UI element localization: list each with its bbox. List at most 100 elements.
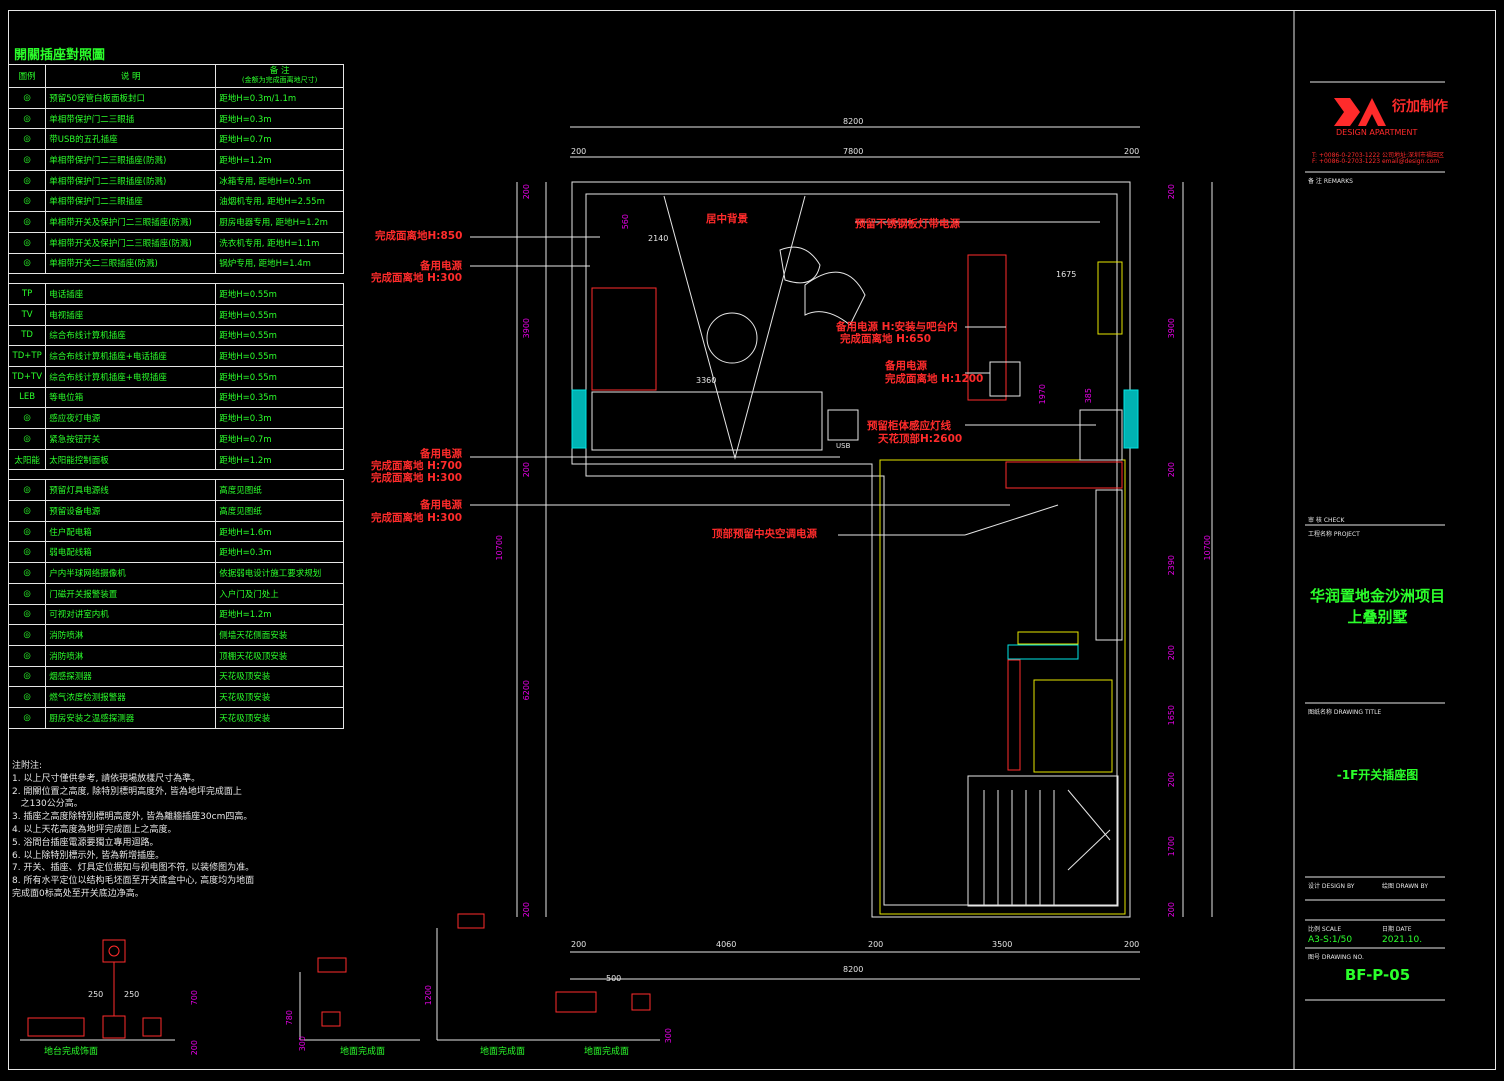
detail-floor-3: 地面完成面: [480, 1047, 526, 1057]
check-label: 审 核 CHECK: [1308, 517, 1345, 524]
date-label: 日期 DATE: [1382, 926, 1412, 933]
label-usb: USB: [836, 442, 851, 450]
label-ac-power: 顶部预留中央空调电源: [712, 528, 817, 540]
dim-left-3900: 3900: [522, 318, 531, 339]
window-left: [571, 389, 587, 449]
side-table: [779, 246, 821, 284]
label-spare1: 备用电源: [420, 260, 462, 272]
detail-lines: [20, 928, 660, 1041]
drawing-number: BF-P-05: [1344, 966, 1411, 984]
ceiling-triangle: [663, 195, 806, 460]
detail-panel-a: [457, 913, 485, 929]
dim-top-total: 8200: [843, 117, 864, 126]
brand-phone-2: F: +0086-0-2703-1223 email@design.com: [1312, 158, 1440, 165]
drawing-title-label: 图纸名称 DRAWING TITLE: [1308, 709, 1382, 716]
note-line: 1. 以上尺寸僅供參考, 請依現場放樣尺寸為準。: [12, 773, 201, 784]
detail-box-1: [102, 939, 126, 963]
legend-row: ◎消防喷淋顶棚天花吸顶安装: [7, 644, 344, 667]
legend-row: ◎感应夜灯电源距地H=0.3m: [7, 407, 344, 429]
detail-dim-250a: 250: [88, 990, 104, 999]
cabinet: [591, 287, 657, 391]
detail-dim-250b: 250: [124, 990, 140, 999]
label-cabinet-height: 天花顶部H:2600: [878, 433, 963, 445]
dim-right-200b: 200: [1167, 462, 1176, 478]
coffee-table: [706, 312, 758, 364]
detail-panel-e: [631, 993, 651, 1011]
scale-label: 比例 SCALE: [1308, 926, 1342, 933]
notes-heading: 注附注:: [12, 761, 43, 771]
label-cabinet: 预留柜体感应灯线: [867, 420, 951, 432]
dim-right-3900: 3900: [1167, 318, 1176, 339]
brand-name: 衍加制作: [1392, 99, 1448, 115]
inner-wall: [585, 193, 1118, 906]
design-label: 设计 DESIGN BY: [1308, 883, 1355, 890]
legend-gap: [8, 469, 344, 481]
label-spare5: 备用电源: [420, 499, 462, 511]
stair-treads: [983, 789, 1111, 906]
label-spare1-height: 完成面离地 H:300: [371, 272, 463, 284]
window-right: [1123, 389, 1139, 449]
brand-name-en: DESIGN APARTMENT: [1336, 128, 1418, 137]
detail-socket: [142, 1017, 162, 1037]
label-stainless-strip: 预留不锈钢板灯带电源: [855, 218, 960, 230]
pantry: [1079, 409, 1123, 461]
dim-left-200b: 200: [522, 462, 531, 478]
title-block-lines: [1293, 10, 1445, 1070]
legend-remark: 天花吸顶安装: [215, 706, 344, 729]
detail-dim-780: 780: [285, 1010, 294, 1026]
brand-phone-1: T: +0086-0-2703-1222 公司地址:深圳市福田区: [1312, 152, 1445, 159]
dim-bottom-c1: 200: [571, 940, 587, 949]
notes-lines: 1. 以上尺寸僅供參考, 請依現場放樣尺寸為準。 2. 開關位置之高度, 除特別標…: [12, 773, 342, 901]
dim-right-2390: 2390: [1167, 555, 1176, 576]
legend-row: ◎门磁开关报警装置入户门及门处上: [7, 582, 344, 605]
logo-mark: [1334, 98, 1386, 126]
detail-floor-1: 地台完成饰面: [44, 1047, 99, 1057]
detail-circle-1: [108, 945, 120, 957]
dim-bottom-c3: 200: [1124, 940, 1140, 949]
note-line: 4. 以上天花高度為地坪完成面上之高度。: [12, 824, 177, 835]
legend-header: 圖例 说 明 备 注 (金额为完成面离地尺寸): [7, 64, 344, 88]
legend-row: ◎厨房安装之温感探测器天花吸顶安装: [7, 706, 344, 729]
note-line: 完成面0标高处至开关底边净高。: [12, 888, 144, 899]
dim-left-6200: 6200: [522, 680, 531, 701]
detail-panel-b: [317, 957, 347, 973]
label-wall-center: 居中背景: [706, 213, 748, 225]
sofa: [591, 391, 823, 451]
note-line: 7. 开关、插座、灯具定位据知与视电图不符, 以装修图为准。: [12, 863, 255, 874]
legend-row: ◎预留50穿管白板面板封口距地H=0.3m/1.1m: [7, 87, 344, 109]
label-spare5-height: 完成面离地 H:300: [371, 512, 463, 524]
project-label: 工程名称 PROJECT: [1308, 531, 1360, 538]
sink: [989, 361, 1021, 397]
dim-560: 560: [621, 214, 630, 230]
legend-header-desc: 说 明: [45, 64, 217, 88]
legend-row: ◎单相带开关及保护门二三眼插座(防溅)厨房电器专用, 距地H=1.2m: [7, 211, 344, 233]
detail-dim-200: 200: [190, 1040, 199, 1056]
yellow-boundary: [879, 459, 1126, 915]
outer-wall: [571, 181, 1131, 918]
note-line: 之130公分高。: [12, 799, 83, 810]
detail-dim-500: 500: [606, 974, 622, 983]
note-line: 6. 以上除特別標示外, 皆為新增插座。: [12, 850, 165, 861]
staircase: [967, 775, 1119, 907]
leader-lines: [470, 221, 1100, 536]
tall-cabinet: [1097, 261, 1123, 335]
dim-3360: 3360: [696, 376, 717, 385]
dim-right-200c: 200: [1167, 645, 1176, 661]
legend-symbol-icon: ◎: [7, 706, 47, 729]
partition: [1007, 644, 1079, 660]
brick-wall-side: [1007, 659, 1021, 771]
detail-socket-strip: [27, 1017, 85, 1037]
legend-row: ◎可视对讲室内机距地H=1.2m: [7, 603, 344, 626]
dim-bottom-a: 4060: [716, 940, 737, 949]
detail-panel-d: [555, 991, 597, 1013]
note-line: 2. 開關位置之高度, 除特別標明高度外, 皆為地坪完成面上: [12, 786, 242, 797]
legend-title: 開關插座對照圖: [14, 48, 106, 63]
label-spare4-height1: 完成面离地 H:700: [371, 460, 463, 472]
detail-dim-300: 300: [298, 1036, 307, 1052]
legend-row: ◎单相带保护门二三眼插距地H=0.3m: [7, 107, 344, 130]
detail-floor-2: 地面完成面: [340, 1047, 386, 1057]
dim-left-200c: 200: [522, 902, 531, 918]
shelf: [1017, 631, 1079, 645]
